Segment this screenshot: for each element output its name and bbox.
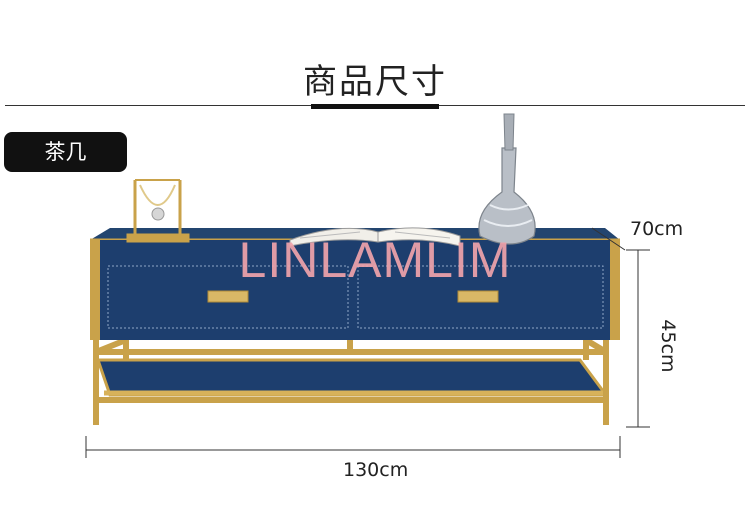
width-dimension-label: 130cm: [343, 459, 409, 481]
decor-sculpture: [126, 179, 190, 243]
gold-frame: [93, 335, 609, 425]
section-title: 商品尺寸: [303, 62, 447, 102]
depth-dimension-label: 70cm: [630, 218, 684, 240]
category-badge: 茶几: [4, 132, 127, 172]
height-dimension-label: 45cm: [657, 319, 679, 373]
open-book: [289, 227, 461, 247]
dimension-lines: [85, 227, 650, 458]
right-drawer-handle: [457, 290, 499, 303]
silver-vase: [478, 113, 536, 245]
watermark-text: LINLAMLIM: [238, 232, 512, 288]
title-underline-accent: [311, 104, 439, 109]
lower-shelf: [95, 358, 609, 397]
left-drawer-handle: [207, 290, 249, 303]
cabinet-body: [90, 240, 620, 340]
